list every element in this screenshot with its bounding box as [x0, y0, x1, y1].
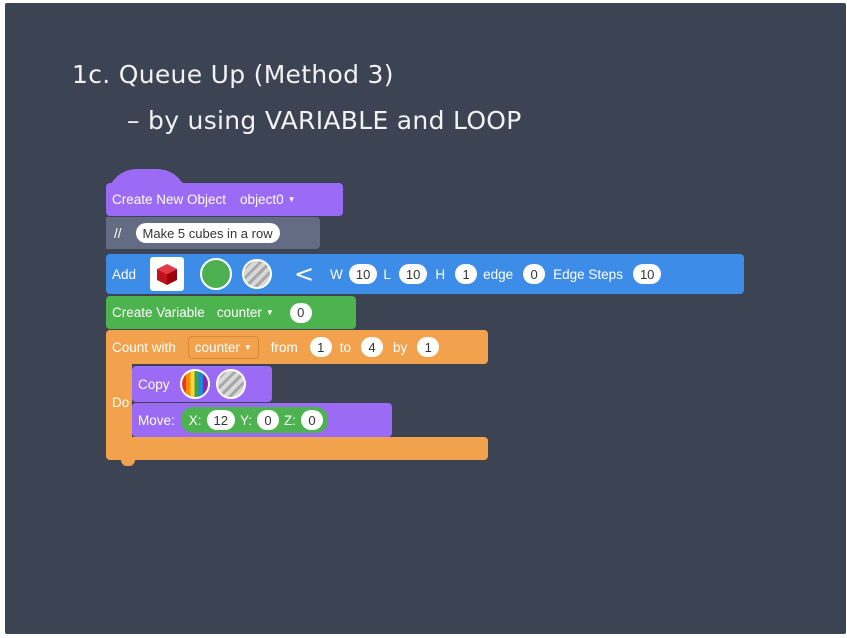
- comment-block[interactable]: // Make 5 cubes in a row: [106, 217, 320, 249]
- loop-arm: Do: [106, 363, 132, 441]
- chevron-left-icon[interactable]: <: [294, 260, 315, 288]
- z-label: Z:: [284, 412, 297, 428]
- edge-input[interactable]: 0: [523, 264, 546, 284]
- create-object-label: Create New Object: [112, 192, 227, 207]
- l-label: L: [383, 266, 391, 282]
- edge-steps-input[interactable]: 10: [632, 264, 662, 284]
- add-block[interactable]: Add < W 10 L 10 H 1 edge 0 Edge Steps 10: [106, 254, 744, 294]
- slide-title: 1c. Queue Up (Method 3): [72, 60, 394, 89]
- slide: 1c. Queue Up (Method 3) – by using VARIA…: [5, 3, 846, 634]
- create-variable-block[interactable]: Create Variable counter ▼ 0: [106, 296, 356, 329]
- chevron-down-icon: ▼: [287, 195, 296, 204]
- y-input[interactable]: 0: [257, 410, 280, 430]
- h-input[interactable]: 1: [455, 264, 478, 284]
- slide-subtitle: – by using VARIABLE and LOOP: [127, 106, 522, 135]
- x-label: X:: [188, 412, 202, 428]
- count-with-block[interactable]: Count with counter ▼ from 1 to 4 by 1: [106, 330, 488, 364]
- z-input[interactable]: 0: [301, 410, 324, 430]
- w-input[interactable]: 10: [348, 264, 378, 284]
- w-label: W: [330, 266, 343, 282]
- from-input[interactable]: 1: [309, 337, 332, 357]
- rainbow-color-icon[interactable]: [179, 369, 210, 399]
- to-label: to: [339, 339, 352, 355]
- object-dropdown[interactable]: object0 ▼: [234, 189, 302, 210]
- loop-bottom: [106, 437, 488, 460]
- from-label: from: [270, 339, 298, 355]
- striped-texture-icon[interactable]: [215, 369, 246, 399]
- create-variable-label: Create Variable: [112, 305, 205, 320]
- loop-variable-dropdown[interactable]: counter ▼: [187, 335, 259, 359]
- edge-label: edge: [483, 266, 514, 282]
- copy-block[interactable]: Copy: [132, 366, 272, 402]
- do-label: Do: [112, 394, 130, 410]
- move-coordinates: X: 12 Y: 0 Z: 0: [180, 407, 329, 433]
- x-input[interactable]: 12: [206, 410, 235, 430]
- variable-dropdown-value: counter: [216, 305, 262, 320]
- variable-value-input[interactable]: 0: [289, 302, 312, 323]
- edge-steps-label: Edge Steps: [553, 266, 623, 282]
- variable-dropdown[interactable]: counter ▼: [211, 302, 280, 323]
- add-label: Add: [112, 266, 137, 282]
- count-with-label: Count with: [112, 339, 176, 355]
- comment-prefix: //: [114, 225, 122, 241]
- loop-bottom-notch: [121, 459, 135, 466]
- to-input[interactable]: 4: [361, 337, 384, 357]
- move-block[interactable]: Move: X: 12 Y: 0 Z: 0: [132, 403, 392, 437]
- h-label: H: [435, 266, 446, 282]
- comment-input[interactable]: Make 5 cubes in a row: [135, 223, 280, 243]
- chevron-down-icon: ▼: [243, 342, 252, 352]
- create-object-block[interactable]: Create New Object object0 ▼: [106, 183, 343, 216]
- by-input[interactable]: 1: [417, 337, 440, 357]
- move-label: Move:: [138, 412, 175, 428]
- copy-label: Copy: [138, 376, 170, 392]
- green-color-swatch-icon[interactable]: [200, 258, 233, 290]
- y-label: Y:: [240, 412, 253, 428]
- red-cube-icon[interactable]: [150, 257, 185, 291]
- loop-variable-value: counter: [194, 339, 240, 355]
- chevron-down-icon: ▼: [265, 308, 274, 317]
- object-dropdown-value: object0: [240, 192, 284, 207]
- l-input[interactable]: 10: [398, 264, 428, 284]
- striped-texture-icon[interactable]: [242, 259, 273, 289]
- by-label: by: [393, 339, 408, 355]
